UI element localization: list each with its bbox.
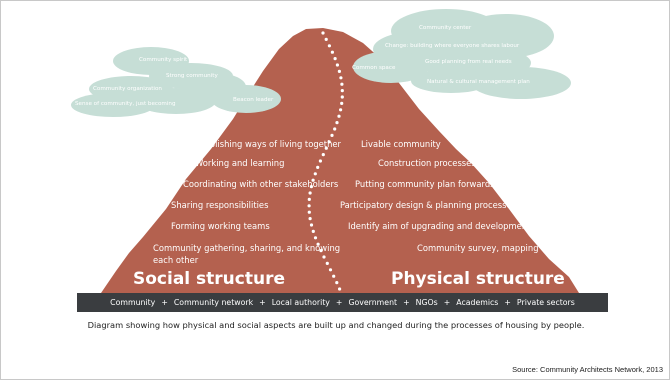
physical-item: Community survey, mapping xyxy=(417,243,539,253)
physical-item: Identify aim of upgrading and developmen… xyxy=(348,221,531,231)
stakeholder-label: Community network xyxy=(173,298,254,307)
plus-separator: + xyxy=(259,298,266,307)
plus-separator: + xyxy=(161,298,168,307)
divider-dot xyxy=(339,76,343,80)
divider-dot xyxy=(311,229,315,233)
cloud-text: Community organization xyxy=(93,86,162,92)
divider-dot xyxy=(337,69,341,73)
divider-dot xyxy=(333,127,337,131)
divider-dot xyxy=(327,140,331,144)
plus-separator: + xyxy=(403,298,410,307)
cloud-text: Change: building where everyone shares l… xyxy=(385,43,520,49)
divider-dot xyxy=(335,281,339,285)
cloud-text: Beacon leader xyxy=(233,97,274,103)
divider-dot xyxy=(333,57,337,61)
social-item: each other xyxy=(153,255,199,265)
social-item: Establishing ways of living together xyxy=(191,139,341,149)
divider-dot xyxy=(340,95,344,99)
social-item: Working and learning xyxy=(195,158,285,168)
divider-dot xyxy=(340,101,344,105)
divider-dot xyxy=(313,236,318,240)
cloud-text: Common space xyxy=(352,65,396,71)
divider-dot xyxy=(308,191,312,195)
physical-item: Participatory design & planning processe… xyxy=(340,200,517,210)
divider-dot xyxy=(327,44,331,48)
social-item: Community gathering, sharing, and knowin… xyxy=(153,243,341,253)
divider-dot xyxy=(309,223,314,227)
stakeholder-label: Academics xyxy=(456,298,499,307)
physical-structure-heading: Physical structure xyxy=(391,269,565,289)
plus-separator: + xyxy=(443,298,451,307)
social-item: Sharing responsibilities xyxy=(171,200,269,210)
stakeholder-bar: Community + Community network + Local au… xyxy=(77,293,608,312)
physical-item: Putting community plan forwards xyxy=(355,179,495,189)
divider-dot xyxy=(316,242,320,246)
cloud-text: Community spirit xyxy=(139,57,188,63)
left-cloud xyxy=(71,47,281,117)
dotted-divider xyxy=(307,31,344,291)
divider-dot xyxy=(311,178,315,182)
stakeholder-label: Community xyxy=(110,298,156,307)
diagram-caption: Diagram showing how physical and social … xyxy=(87,320,585,330)
stakeholder-label: Local authority xyxy=(271,298,330,307)
divider-dot xyxy=(308,217,312,221)
physical-item: Livable community xyxy=(361,139,441,149)
mountain-shape xyxy=(101,28,579,293)
plus-separator: + xyxy=(504,298,511,307)
divider-dot xyxy=(318,159,322,163)
right-cloud xyxy=(353,9,571,99)
divider-dot xyxy=(307,204,311,208)
divider-dot xyxy=(335,63,339,67)
cloud-text: Natural & cultural management plan xyxy=(427,79,530,85)
divider-dot xyxy=(307,197,311,201)
stakeholder-label: NGOs xyxy=(415,298,438,307)
divider-dot xyxy=(324,37,328,42)
cloud-text: Community center xyxy=(419,25,472,31)
divider-dot xyxy=(330,50,334,54)
social-item: Coordinating with other stakeholders xyxy=(183,179,339,189)
divider-dot xyxy=(324,146,328,150)
source-credit: Source: Community Architects Network, 20… xyxy=(512,365,663,374)
divider-dot xyxy=(319,249,323,253)
divider-dot xyxy=(325,261,329,265)
divider-dot xyxy=(340,82,344,86)
divider-dot xyxy=(309,185,313,189)
divider-dot xyxy=(335,121,339,125)
divider-dot xyxy=(321,153,325,157)
social-item: Forming working teams xyxy=(171,221,270,231)
divider-dot xyxy=(313,172,317,176)
social-structure-heading: Social structure xyxy=(133,269,285,289)
physical-item: Construction processes xyxy=(378,158,476,168)
divider-dot xyxy=(328,268,333,272)
divider-dot xyxy=(316,165,320,169)
divider-dot xyxy=(330,133,334,137)
divider-dot xyxy=(321,31,325,35)
divider-dot xyxy=(307,210,311,214)
plus-separator: + xyxy=(335,298,343,307)
divider-dot xyxy=(340,89,344,93)
stakeholder-label: Government xyxy=(348,298,398,307)
divider-dot xyxy=(339,108,343,112)
divider-dot xyxy=(337,114,341,118)
cloud-text: Sense of community, just becoming xyxy=(75,101,176,107)
divider-dot xyxy=(322,255,326,259)
stakeholder-label: Private sectors xyxy=(516,298,575,307)
divider-dot xyxy=(332,274,336,278)
cloud-text: Strong community xyxy=(166,73,218,79)
cloud-text: Good planning from real needs xyxy=(425,59,512,65)
divider-dot xyxy=(338,287,342,291)
